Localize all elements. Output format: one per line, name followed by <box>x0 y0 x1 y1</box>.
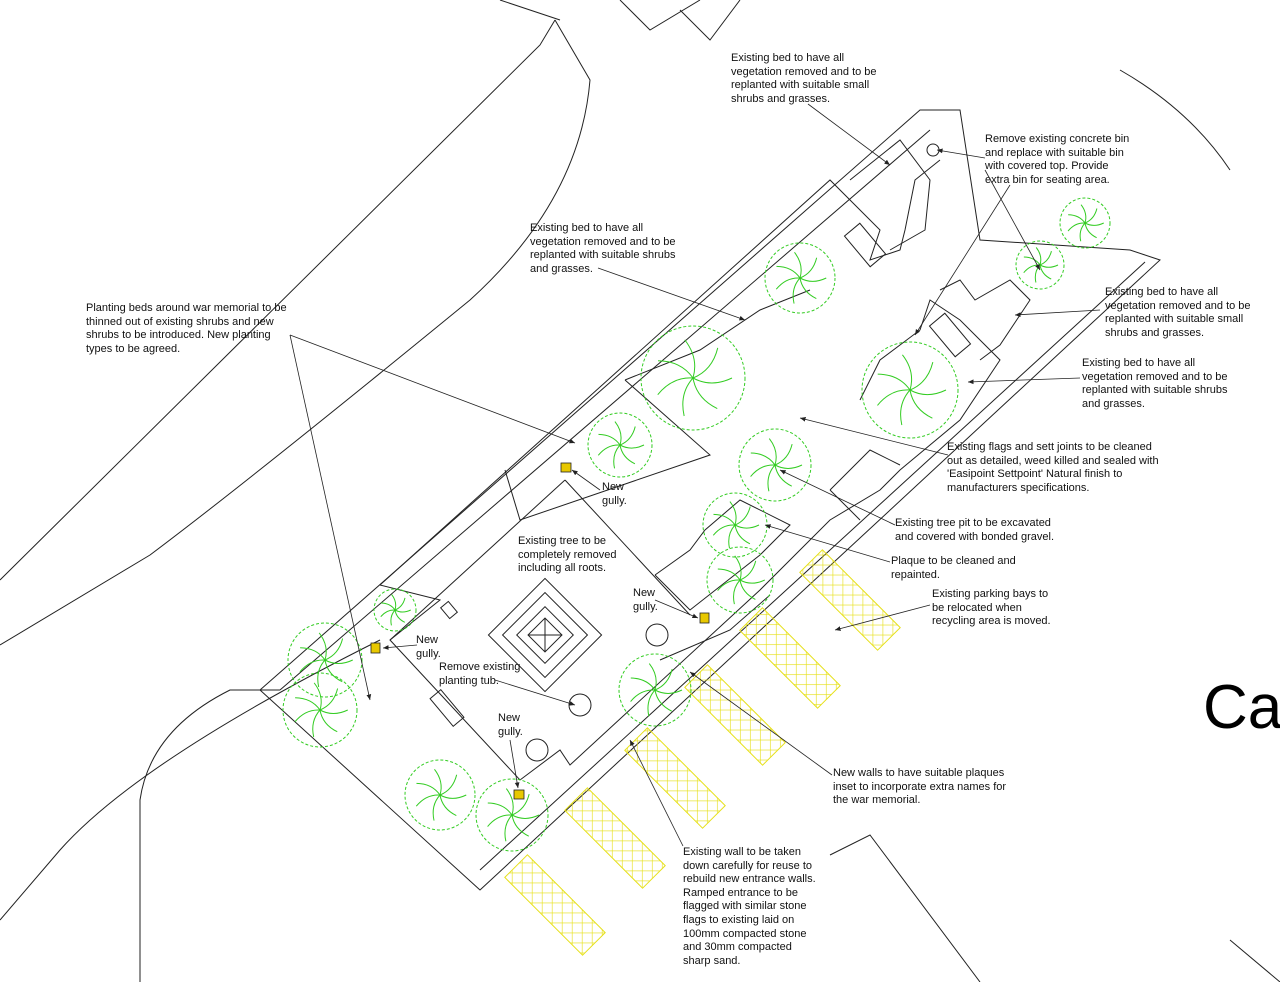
note-tree-pit: Existing tree pit to be excavated and co… <box>895 517 1054 543</box>
tree-icon <box>640 325 746 431</box>
partial-street-label: Ca <box>1203 673 1280 742</box>
road-edge <box>0 19 556 581</box>
tree-icon <box>282 672 358 748</box>
parking-bay <box>564 787 666 889</box>
tree-icon <box>287 622 363 698</box>
leader-lines <box>289 103 1101 847</box>
tree-icon <box>764 242 836 314</box>
war-memorial <box>487 577 603 693</box>
tree-icon <box>738 428 812 502</box>
tree-icon <box>373 588 417 632</box>
tree-icon <box>706 546 774 614</box>
planting-tub <box>645 623 669 647</box>
tree-icon <box>702 492 768 558</box>
note-new-walls: New walls to have suitable plaques inset… <box>833 767 1007 807</box>
site-boundary <box>259 109 1161 891</box>
note-tree-removed: Existing tree to be completely removed i… <box>518 535 617 575</box>
note-parking: Existing parking bays to be relocated wh… <box>932 588 1051 628</box>
planting-tub <box>568 693 592 717</box>
parking-bay <box>504 854 606 956</box>
gully-icon <box>513 789 525 800</box>
note-existing-wall: Existing wall to be taken down carefully… <box>683 846 816 967</box>
note-flags: Existing flags and sett joints to be cle… <box>947 441 1159 494</box>
tree-icon <box>475 778 549 852</box>
gully-icon <box>699 612 710 624</box>
tree-icon <box>861 341 959 439</box>
note-bin: Remove existing concrete bin and replace… <box>985 133 1130 186</box>
tree-icon <box>1015 240 1065 290</box>
tree-icon <box>1059 197 1111 249</box>
gully-icon <box>560 462 572 473</box>
parking-bays <box>504 549 901 956</box>
tree-icon <box>404 759 476 831</box>
note-war-memorial-beds: Planting beds around war memorial to be … <box>86 302 287 355</box>
note-bed-small-right: Existing bed to have all vegetation remo… <box>1105 286 1251 339</box>
tree-icon <box>587 412 653 478</box>
note-gully-2: New gully. <box>633 587 658 613</box>
planting-tub <box>525 738 549 762</box>
trees <box>282 197 1111 852</box>
gullies <box>370 462 710 800</box>
note-plaque: Plaque to be cleaned and repainted. <box>891 555 1016 581</box>
note-gully-3: New gully. <box>416 634 441 660</box>
parking-bay <box>739 607 841 709</box>
parking-bay <box>624 727 726 829</box>
parking-bay <box>684 664 786 766</box>
parking-bay <box>799 549 901 651</box>
note-bed-center: Existing bed to have all vegetation remo… <box>530 222 676 275</box>
gully-icon <box>370 642 381 654</box>
tree-icon <box>618 653 692 727</box>
note-planting-tub: Remove existing planting tub. <box>439 661 521 687</box>
note-bed-small-top: Existing bed to have all vegetation remo… <box>731 52 877 105</box>
note-gully-1: New gully. <box>602 481 627 507</box>
note-bed-right: Existing bed to have all vegetation remo… <box>1082 357 1228 410</box>
note-gully-4: New gully. <box>498 712 523 738</box>
